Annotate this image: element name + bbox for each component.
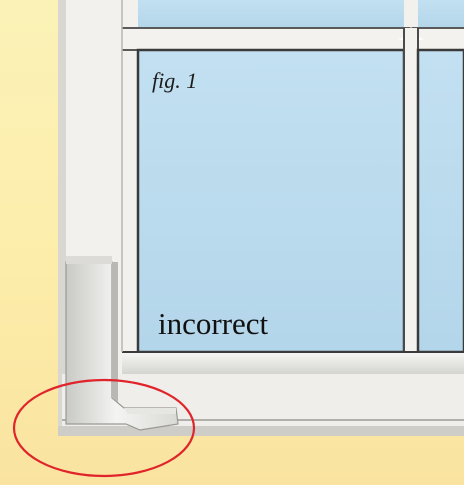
right-glass-pane bbox=[416, 48, 464, 354]
top-muntin bbox=[122, 28, 464, 50]
corner-trim-piece bbox=[65, 256, 179, 431]
figure-caption: fig. 1 bbox=[152, 68, 198, 93]
red-ellipse-icon bbox=[12, 378, 196, 478]
vertical-muntin bbox=[404, 28, 418, 358]
main-glass-pane bbox=[136, 48, 406, 354]
upper-glass-pane bbox=[138, 0, 464, 28]
status-label: incorrect bbox=[158, 306, 269, 341]
